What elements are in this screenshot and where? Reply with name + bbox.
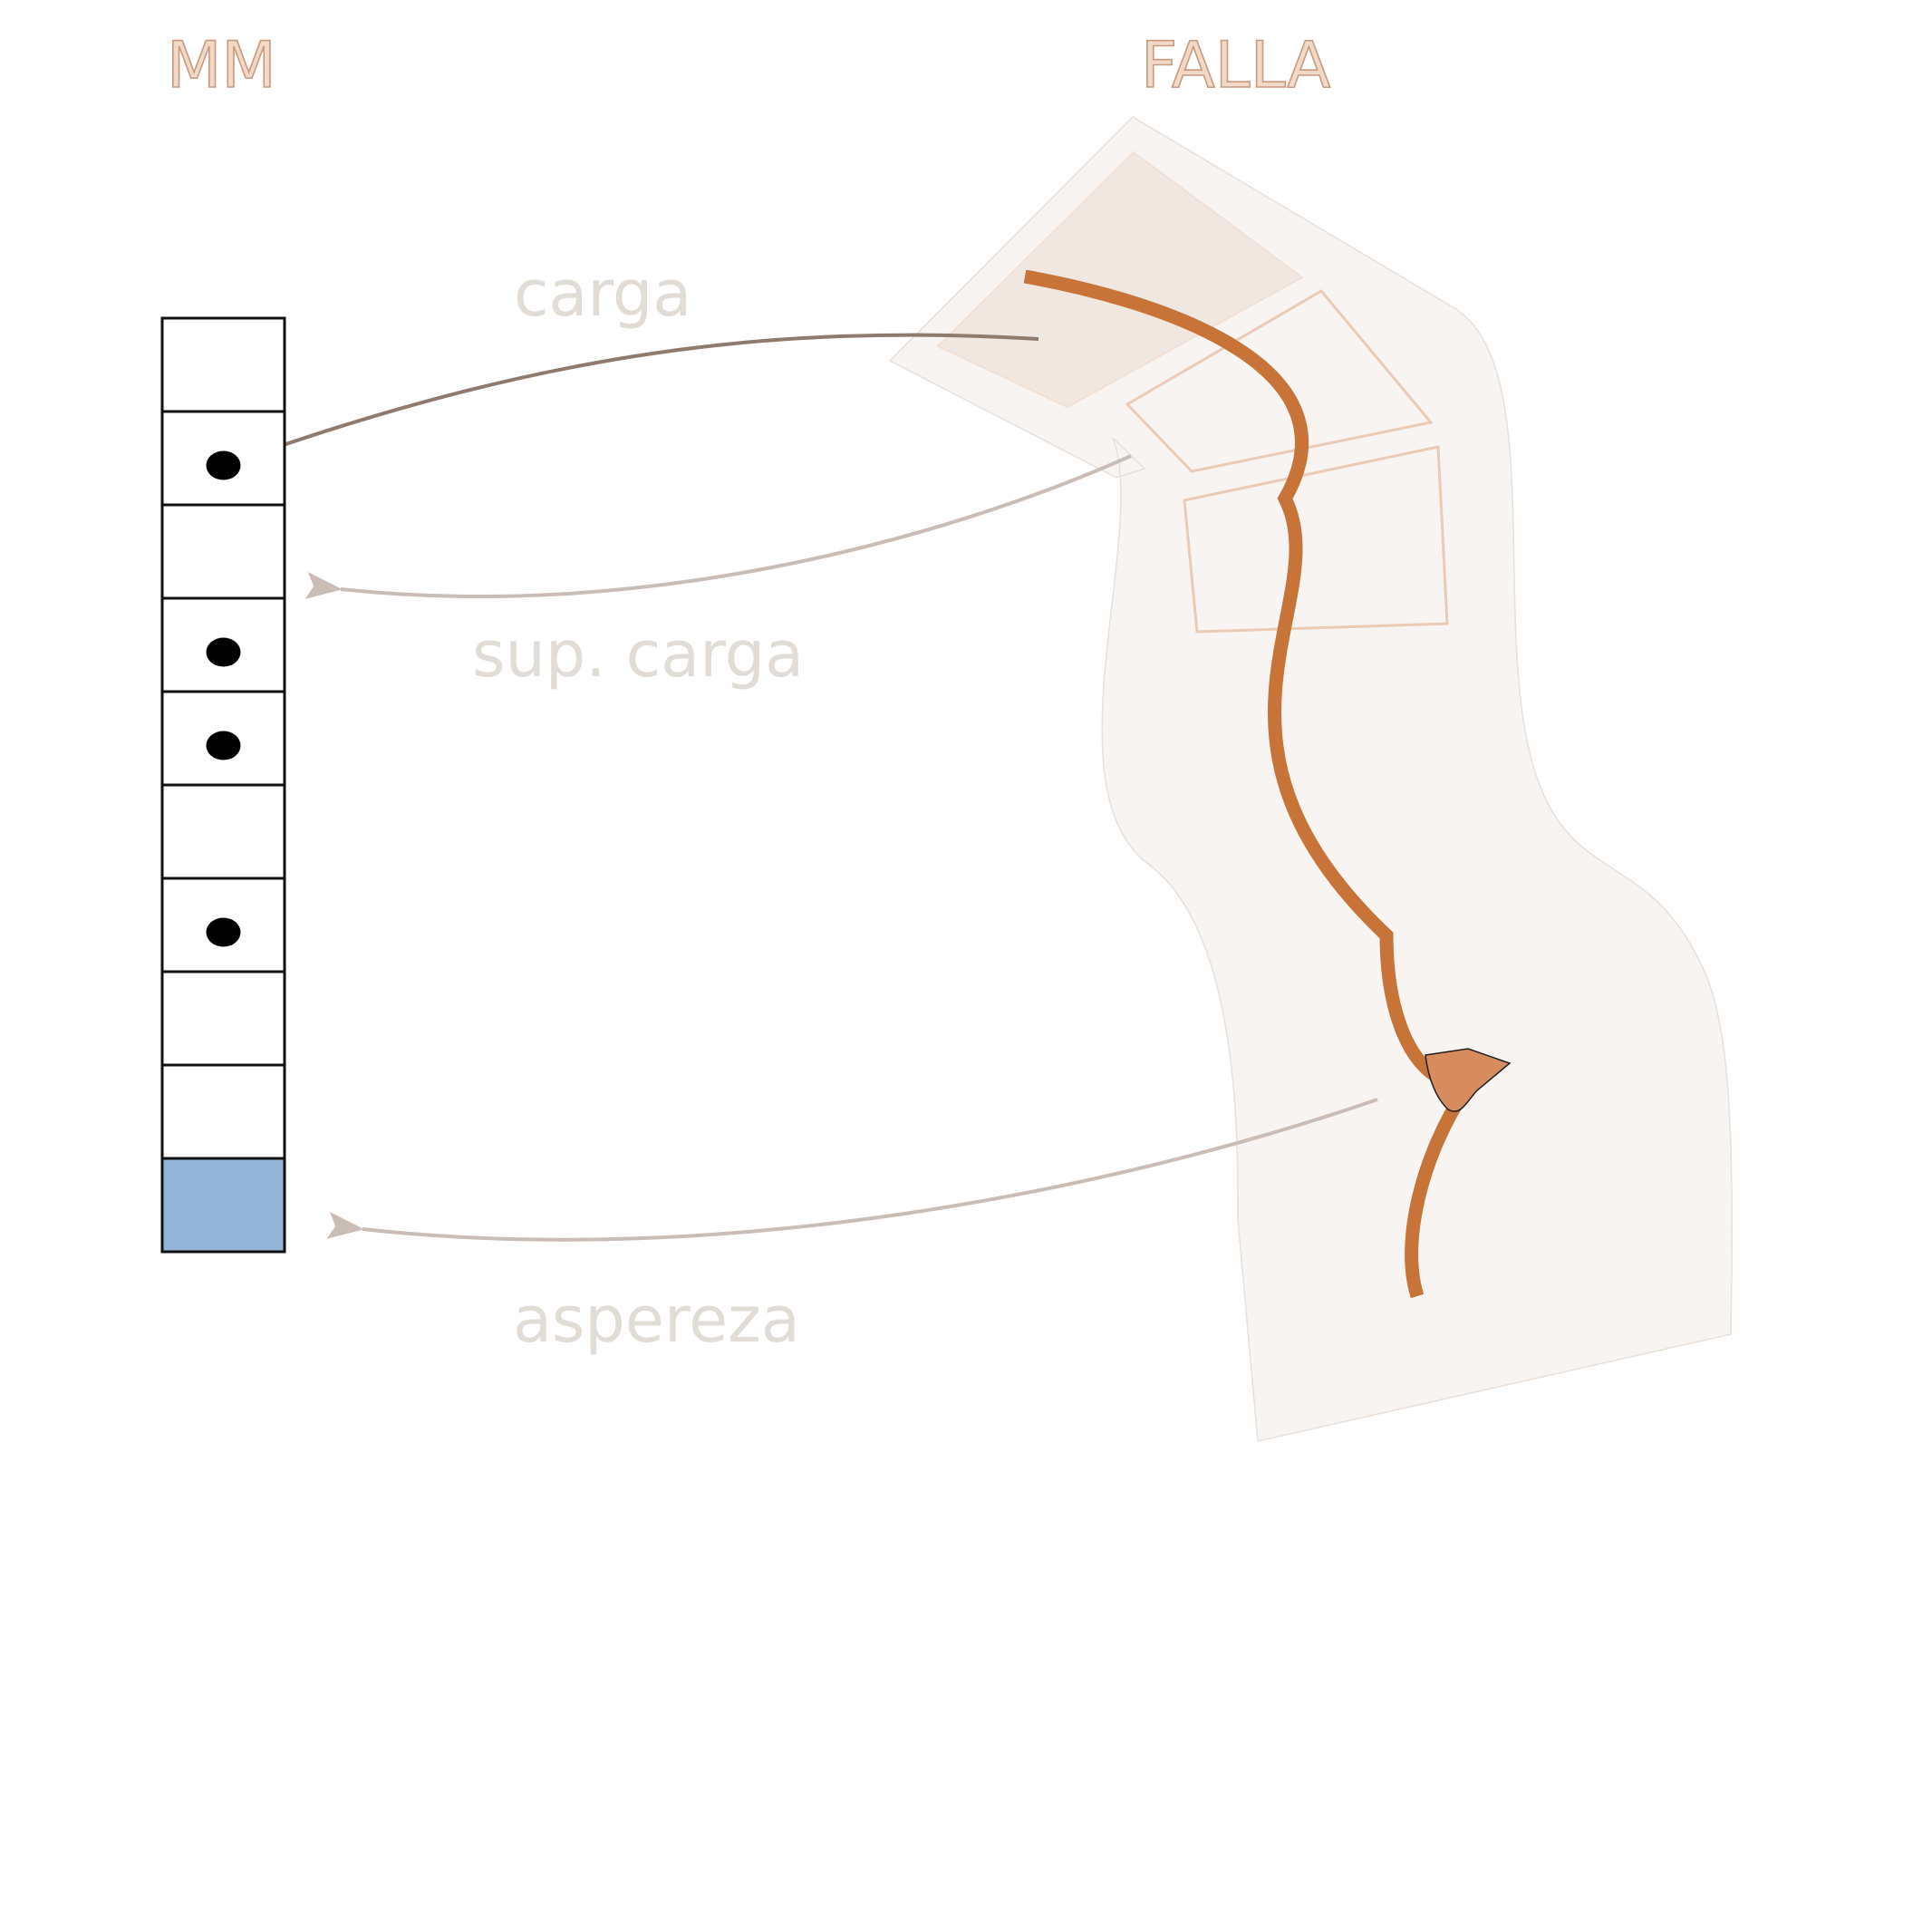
- fault-patch: [936, 150, 1304, 409]
- memory-cell: [160, 970, 286, 1067]
- asperity-patch: [1425, 1048, 1512, 1112]
- memory-cell: [160, 1063, 286, 1160]
- falla-heading: FALLA: [1141, 28, 1330, 102]
- aspereza-label: aspereza: [513, 1283, 800, 1357]
- memory-marker-dot: [206, 731, 241, 760]
- memory-cell: [160, 783, 286, 880]
- fault-trace: [1023, 269, 1473, 1299]
- memory-cell: [160, 316, 286, 413]
- aspereza-arrow: [326, 1098, 1378, 1242]
- memory-column: [160, 316, 286, 1254]
- carga-label: carga: [514, 257, 691, 331]
- memory-cell: [160, 503, 286, 600]
- memory-marker-dot: [206, 450, 241, 480]
- memory-marker-dot: [206, 917, 241, 947]
- rupture-box-upper: [1125, 289, 1434, 473]
- mm-heading: MM: [167, 28, 276, 102]
- memory-marker-dot: [206, 637, 241, 667]
- sup-carga-arrow: [304, 454, 1132, 599]
- carga-arrow: [227, 333, 1039, 476]
- sup-carga-label: sup. carga: [472, 617, 804, 692]
- fault-zone: [888, 116, 1733, 1442]
- memory-cell-highlighted: [160, 1157, 286, 1254]
- rupture-box-lower: [1183, 445, 1449, 634]
- fault-band: [888, 116, 1733, 1442]
